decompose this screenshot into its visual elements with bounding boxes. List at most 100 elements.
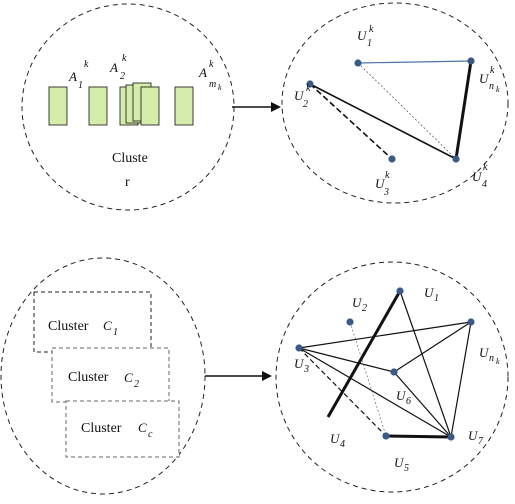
edge	[399, 290, 452, 438]
svg-text:A: A	[109, 60, 118, 75]
user-node	[396, 287, 404, 295]
document-icon	[174, 86, 194, 126]
user-node	[467, 318, 475, 326]
svg-text:k: k	[218, 83, 222, 92]
top-node-label-u4: k U 4	[472, 162, 488, 190]
user-node	[452, 155, 460, 163]
top-graph-nodes	[306, 57, 475, 163]
document-stack	[48, 82, 194, 126]
svg-text:1: 1	[113, 327, 118, 338]
bottom-graph-nodes	[295, 287, 475, 441]
svg-text:k: k	[306, 83, 311, 94]
edge	[349, 321, 387, 437]
edge-u2-u3	[309, 83, 393, 160]
svg-text:3: 3	[303, 364, 309, 375]
edge	[298, 347, 395, 373]
bottom-node-label-u7: U 7	[468, 428, 484, 447]
bottom-node-label-un: U n k	[479, 345, 500, 366]
svg-text:A: A	[198, 65, 207, 80]
doc-label-a2: k A 2	[109, 53, 127, 82]
svg-text:U: U	[394, 455, 405, 470]
svg-text:A: A	[68, 69, 77, 84]
svg-text:U: U	[375, 176, 386, 191]
svg-text:1: 1	[367, 38, 372, 49]
svg-text:6: 6	[406, 396, 411, 407]
svg-text:4: 4	[482, 179, 487, 190]
user-node	[447, 433, 455, 441]
user-node	[388, 155, 396, 163]
svg-text:Cluster: Cluster	[81, 421, 122, 436]
svg-text:U: U	[424, 285, 435, 300]
svg-text:m: m	[209, 79, 216, 90]
edge	[393, 371, 452, 438]
user-node	[306, 80, 314, 88]
document-icon	[48, 86, 68, 126]
user-node	[354, 59, 362, 67]
top-node-label-u2: k U 2	[294, 83, 311, 110]
bottom-node-label-u5: U 5	[394, 455, 409, 474]
svg-text:U: U	[330, 431, 341, 446]
svg-text:U: U	[472, 169, 483, 184]
svg-text:5: 5	[404, 463, 409, 474]
top-node-label-u1: k U 1	[357, 24, 374, 49]
bottom-node-label-u1: U 1	[424, 285, 439, 304]
svg-text:3: 3	[383, 187, 389, 198]
bottom-node-label-u2: U 2	[352, 295, 367, 314]
edge-un-u4	[454, 60, 473, 160]
edge	[298, 347, 387, 437]
edge	[298, 321, 472, 349]
edge	[326, 290, 402, 418]
cluster-word-line1: Cluste	[112, 151, 148, 166]
svg-text:k: k	[483, 162, 488, 173]
cluster-box-c2: Cluster C 2	[51, 347, 170, 403]
svg-text:1: 1	[78, 80, 83, 91]
bottom-node-label-u4: U 4	[330, 431, 345, 450]
cluster-box-cc: Cluster C c	[65, 400, 180, 458]
edge	[393, 321, 472, 373]
top-right-graph-circle	[281, 2, 509, 204]
top-node-label-un: k U n k	[479, 65, 500, 94]
svg-text:Cluster: Cluster	[68, 370, 109, 385]
svg-text:U: U	[468, 428, 479, 443]
edge-u1-u4	[357, 62, 457, 160]
user-node	[295, 344, 303, 352]
bottom-node-label-u3: U 3	[294, 356, 309, 375]
svg-text:Cluster: Cluster	[48, 319, 89, 334]
svg-text:U: U	[396, 388, 407, 403]
svg-text:2: 2	[362, 303, 367, 314]
bottom-node-label-u6: U 6	[396, 388, 411, 407]
svg-text:1: 1	[434, 293, 439, 304]
svg-text:C: C	[103, 318, 112, 333]
cluster-word-line2: r	[125, 175, 130, 190]
svg-text:U: U	[357, 28, 368, 43]
document-icon	[88, 86, 108, 126]
svg-text:U: U	[479, 345, 490, 360]
svg-text:n: n	[489, 353, 494, 364]
svg-text:2: 2	[134, 379, 139, 390]
svg-text:4: 4	[340, 439, 345, 450]
svg-text:C: C	[138, 420, 147, 435]
top-node-label-u3: k U 3	[375, 170, 390, 198]
svg-text:k: k	[369, 24, 374, 35]
doc-label-a1: k A 1	[68, 59, 89, 91]
edge-u1-un	[357, 60, 472, 64]
top-graph-edges	[309, 60, 473, 160]
svg-text:k: k	[385, 170, 390, 181]
svg-text:k: k	[84, 59, 89, 70]
document-icon	[140, 86, 160, 126]
svg-text:c: c	[148, 429, 153, 440]
svg-text:U: U	[479, 71, 490, 86]
svg-text:U: U	[294, 88, 305, 103]
svg-text:k: k	[496, 357, 500, 366]
edge-u2-u4	[309, 83, 457, 160]
svg-text:k: k	[496, 85, 500, 94]
svg-text:2: 2	[120, 71, 125, 82]
user-node	[467, 57, 475, 65]
user-node	[382, 432, 390, 440]
svg-text:k: k	[209, 59, 214, 70]
svg-text:k: k	[490, 65, 495, 76]
svg-text:7: 7	[478, 436, 484, 447]
edge	[450, 321, 472, 438]
svg-text:2: 2	[303, 99, 308, 110]
